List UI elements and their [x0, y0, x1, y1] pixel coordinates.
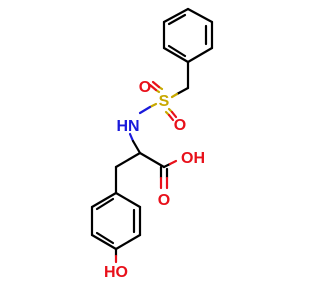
- sulfonyl-oxygen-2-label: O: [174, 117, 186, 134]
- benzene-ring-bottom: [90, 191, 142, 251]
- bond-c-oh-o: [168, 159, 178, 166]
- sulfonyl-oxygen-1-label: O: [139, 79, 151, 96]
- bond-ca-cooh: [138, 151, 166, 169]
- bond: [114, 191, 142, 209]
- amine-label: HN: [116, 118, 139, 135]
- bond-s-o1-o-2: [151, 80, 161, 89]
- double-bond: [95, 231, 115, 245]
- bond-s-o2-o-2: [167, 113, 175, 122]
- bond-s-n-n: [138, 105, 152, 115]
- bond: [90, 191, 118, 209]
- bond-n-ca: [131, 139, 142, 155]
- bond-ca-cb: [114, 151, 142, 169]
- sulfur-atom-label: S: [159, 93, 170, 110]
- bond: [114, 233, 142, 251]
- carboxyl-hydroxyl-label: OH: [181, 150, 205, 167]
- double-bond: [167, 44, 187, 58]
- bond: [162, 46, 190, 64]
- bond: [186, 46, 214, 64]
- benzene-ring-top: [162, 7, 214, 64]
- bond: [90, 233, 118, 251]
- bond-n-ca-n: [128, 132, 135, 143]
- molecule-structure: S O O HN OH O HO: [90, 7, 214, 281]
- bond: [186, 7, 214, 24]
- bond-s-o2-o: [170, 110, 178, 119]
- phenol-hydroxyl-label: HO: [104, 264, 128, 281]
- double-bond: [167, 13, 187, 26]
- bond-ch2-s-colored: [170, 92, 179, 99]
- bond-s-n-s: [148, 102, 158, 109]
- structure-canvas: S O O HN OH O HO: [90, 7, 214, 281]
- double-bond: [95, 197, 115, 211]
- bond-ch2-s: [175, 86, 190, 96]
- carbonyl-oxygen-label: O: [158, 192, 170, 209]
- bond-c-oh: [162, 162, 172, 169]
- bond: [162, 7, 190, 24]
- bond-s-o1-o: [148, 83, 158, 92]
